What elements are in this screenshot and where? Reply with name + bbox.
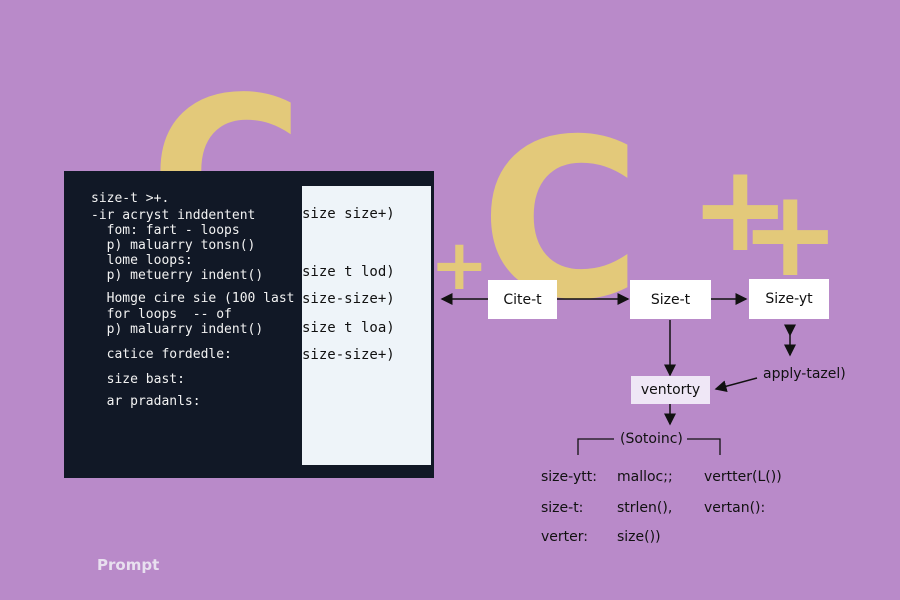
code-output-line: size size+) [302, 206, 395, 222]
apply-label: apply-tazel) [763, 366, 846, 382]
node-size-t: Size-t [630, 280, 711, 319]
code-line: p) maluarry indent() [91, 322, 264, 337]
code-line: p) metuerry indent() [91, 268, 264, 283]
logo-plus-3: + [430, 224, 489, 306]
code-line: size bast: [91, 372, 185, 387]
table-cell: size()) [617, 529, 661, 545]
logo-plus-2: + [740, 165, 841, 304]
table-cell: malloc;; [617, 469, 673, 485]
node-cite-t: Cite-t [488, 280, 557, 319]
prompt-label: Prompt [97, 556, 160, 574]
code-line: for loops -- of [91, 307, 232, 322]
table-cell: strlen(), [617, 500, 673, 516]
code-line: fom: fart - loops [91, 223, 240, 238]
code-line: lome loops: [91, 253, 193, 268]
node-size-yt: Size-yt [749, 279, 829, 319]
node-ventorty: ventorty [631, 376, 710, 404]
table-cell: verter: [541, 529, 588, 545]
bracket [577, 438, 721, 455]
code-output-line: size t loa) [302, 320, 395, 336]
code-output-line: size-size+) [302, 347, 395, 363]
logo-plus-1: + [690, 140, 791, 279]
code-line: size-t >+. [91, 191, 170, 206]
code-line: Homge cire sie (100 last [91, 291, 295, 306]
code-line: p) maluarry tonsn() [91, 238, 256, 253]
table-cell: vertan(): [704, 500, 766, 516]
table-cell: vertter(L()) [704, 469, 782, 485]
table-cell: size-t: [541, 500, 584, 516]
code-output-panel: size size+) size t lod) size-size+) size… [302, 186, 431, 465]
code-output-line: size t lod) [302, 264, 395, 280]
code-line: -ir acryst inddentent [91, 208, 256, 223]
arrow-apply-to-ventorty [714, 377, 758, 393]
code-line: ar pradanls: [91, 394, 201, 409]
bracket-label: (Sotoinc) [620, 431, 683, 447]
code-output-line: size-size+) [302, 291, 395, 307]
code-line: catice fordedle: [91, 347, 232, 362]
table-cell: size-ytt: [541, 469, 597, 485]
